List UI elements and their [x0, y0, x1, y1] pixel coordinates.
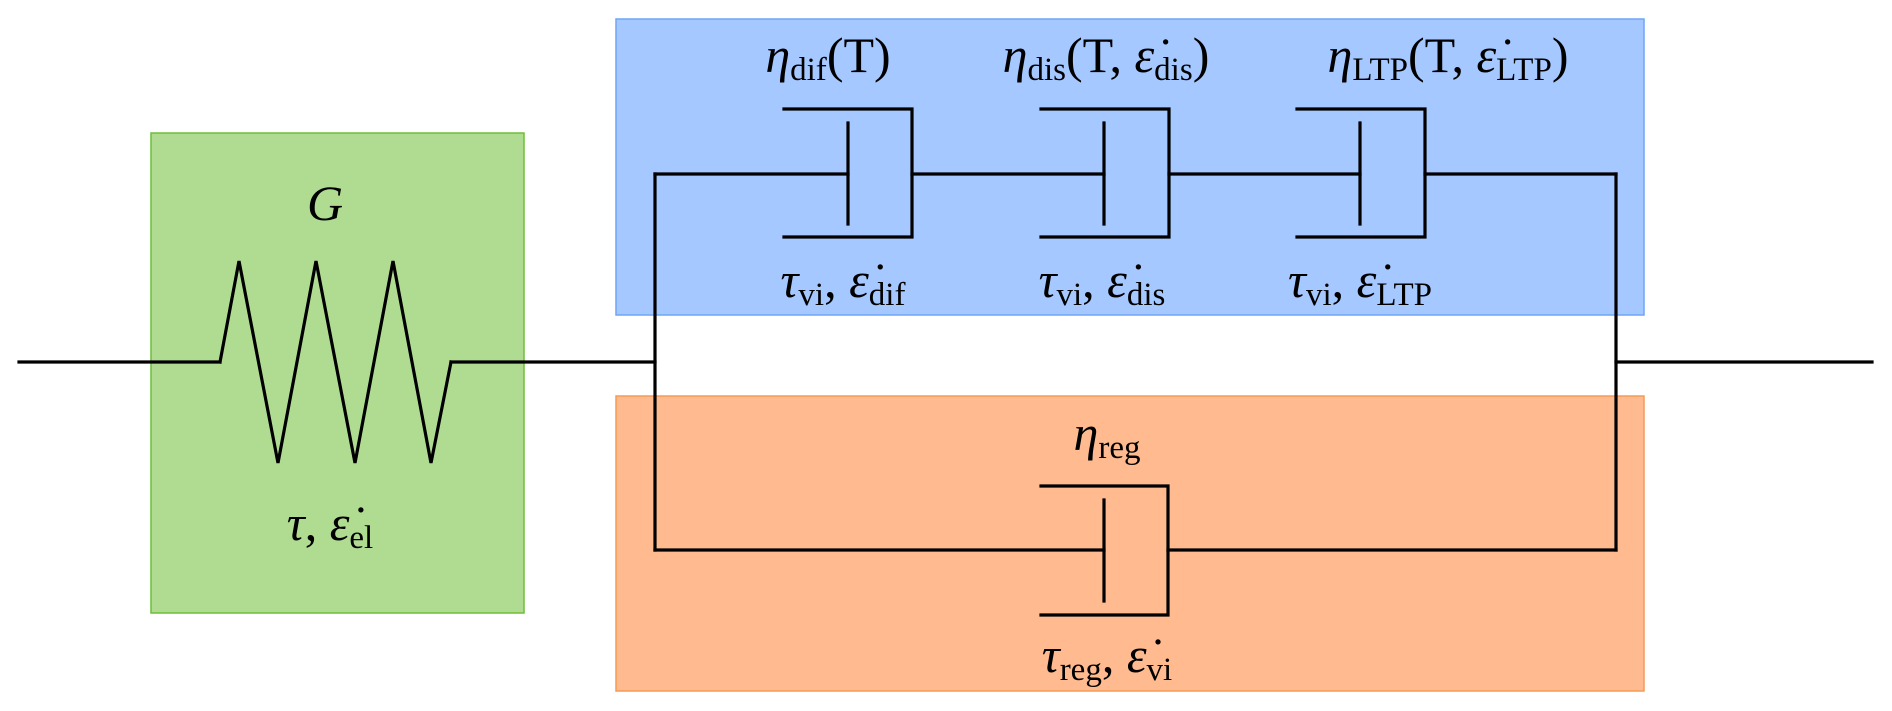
dashpot-icon-dif [782, 107, 914, 239]
viscosity-label-dis: ηdis(T, ε̇dis) [1003, 27, 1210, 88]
regularization-branch-box [615, 395, 1645, 692]
viscous-branch-box [615, 18, 1645, 316]
viscosity-label-dif: ηdif(T) [765, 27, 890, 88]
spring-modulus-label: G [307, 175, 343, 231]
stress-strain-label-ltp: τvi, ε̇LTP [1288, 252, 1432, 313]
stress-strain-label-dis: τvi, ε̇dis [1039, 252, 1166, 313]
viscosity-label-ltp: ηLTP(T, ε̇LTP) [1328, 27, 1569, 88]
dashpot-icon-ltp [1295, 107, 1427, 239]
spring-stress-strain-label: τ, ε̇el [287, 495, 373, 556]
spring-icon [218, 260, 453, 464]
dashpot-icon-dis [1039, 107, 1171, 239]
dashpot-icon-reg [1039, 484, 1170, 617]
viscosity-label-reg: ηreg [1074, 405, 1141, 466]
